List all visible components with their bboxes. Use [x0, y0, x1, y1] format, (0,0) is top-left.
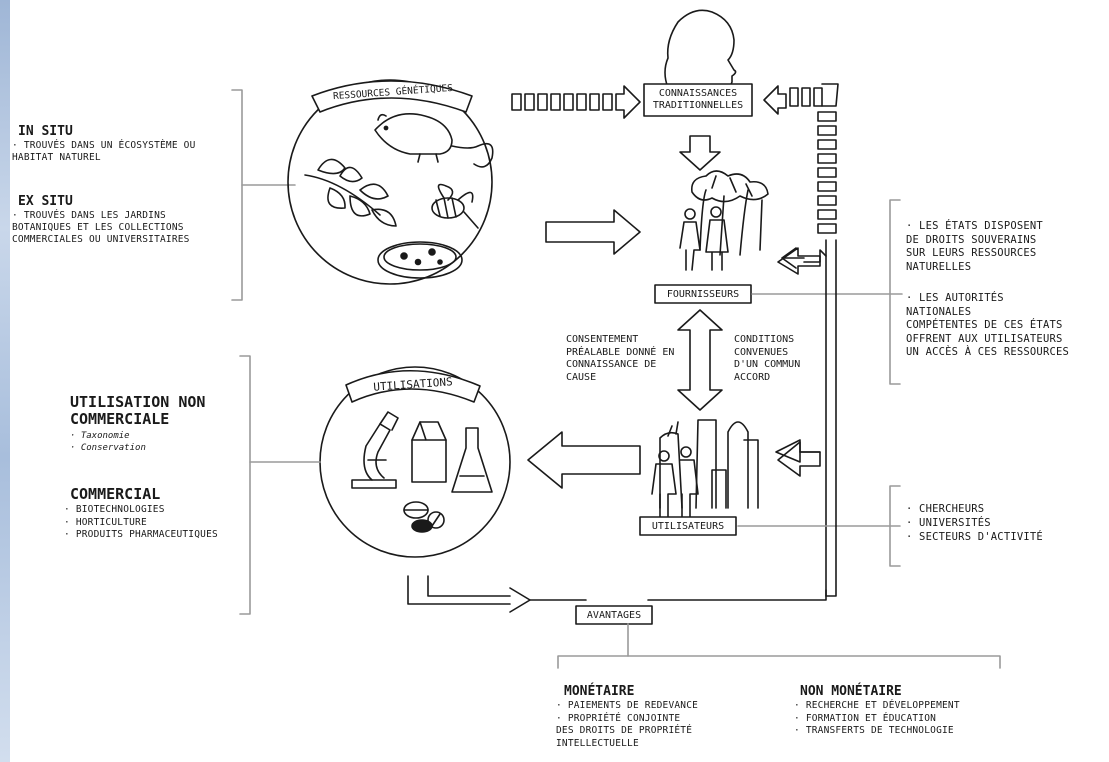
non-monetary-title: NON MONÉTAIRE: [800, 684, 902, 699]
terms-text: CONDITIONS CONVENUES D'UN COMMUN ACCORD: [734, 334, 801, 383]
national-authorities-text: · LES AUTORITÉS NATIONALES COMPÉTENTES D…: [906, 292, 1070, 358]
benefits-label: AVANTAGES: [586, 610, 642, 621]
right-top-bracket: [889, 199, 901, 385]
traditional-knowledge-label: CONNAISSANCES TRADITIONNELLES: [652, 88, 744, 111]
arrow-to-providers-right: [777, 247, 821, 275]
benefits-flow: [407, 239, 837, 613]
arrow-users-to-utilisations: [527, 431, 641, 489]
left-top-bracket: [231, 89, 296, 301]
providers-illustration: [679, 170, 769, 271]
left-bottom-bracket: [239, 355, 321, 615]
non-monetary-items: · RECHERCHE ET DÉVELOPPEMENT · FORMATION…: [794, 700, 960, 736]
providers-box: [654, 284, 752, 304]
sovereign-rights-text: · LES ÉTATS DISPOSENT DE DROITS SOUVERAI…: [906, 220, 1043, 273]
double-arrow: [677, 309, 723, 411]
providers-label: FOURNISSEURS: [666, 289, 740, 300]
commercial-items: · BIOTECHNOLOGIES · HORTICULTURE · PRODU…: [64, 504, 218, 540]
microscope-icon: [351, 411, 399, 489]
benefits-box: [575, 605, 653, 625]
non-commercial-items: · Taxonomie · Conservation: [70, 431, 146, 453]
segmented-arrow-to-knowledge: [511, 85, 641, 119]
flask-icon: [451, 427, 493, 493]
in-situ-text: · TROUVÉS DANS UN ÉCOSYSTÈME OU HABITAT …: [12, 140, 196, 163]
milk-carton-icon: [411, 421, 447, 483]
arrow-resources-to-providers: [545, 209, 641, 255]
in-situ-title: IN SITU: [18, 124, 73, 139]
arrow-to-users-right: [777, 441, 821, 477]
bee-icon: [431, 183, 479, 229]
users-box: [639, 516, 737, 536]
benefits-bracket: [557, 623, 1001, 669]
ex-situ-title: EX SITU: [18, 194, 73, 209]
monetary-items: · PAIEMENTS DE REDEVANCE · PROPRIÉTÉ CON…: [556, 700, 699, 749]
arrow-knowledge-to-providers: [679, 135, 721, 171]
users-label: UTILISATEURS: [651, 521, 725, 532]
right-bottom-bracket: [889, 485, 901, 567]
knowledge-box: [643, 83, 753, 117]
head-icon: [664, 9, 737, 97]
rat-icon: [374, 113, 494, 168]
leaf-icon: [304, 158, 397, 227]
commercial-title: COMMERCIAL: [70, 485, 161, 503]
consent-text: CONSENTEMENT PRÉALABLE DONNÉ EN CONNAISS…: [566, 334, 675, 383]
resources-circle: [287, 79, 493, 285]
monetary-title: MONÉTAIRE: [564, 684, 635, 699]
segmented-arrow-feedback: [763, 83, 839, 234]
non-commercial-title-line2: COMMERCIALE: [70, 410, 170, 428]
ex-situ-text: · TROUVÉS DANS LES JARDINS BOTANIQUES ET…: [12, 210, 190, 245]
user-types-list: · CHERCHEURS · UNIVERSITÉS · SECTEURS D'…: [906, 503, 1043, 543]
petri-dish-icon: [377, 241, 463, 279]
users-illustration: [651, 419, 759, 521]
pills-icon: [403, 501, 445, 533]
non-commercial-title-line1: UTILISATION NON: [70, 393, 206, 411]
left-edge-decoration: [0, 0, 10, 762]
